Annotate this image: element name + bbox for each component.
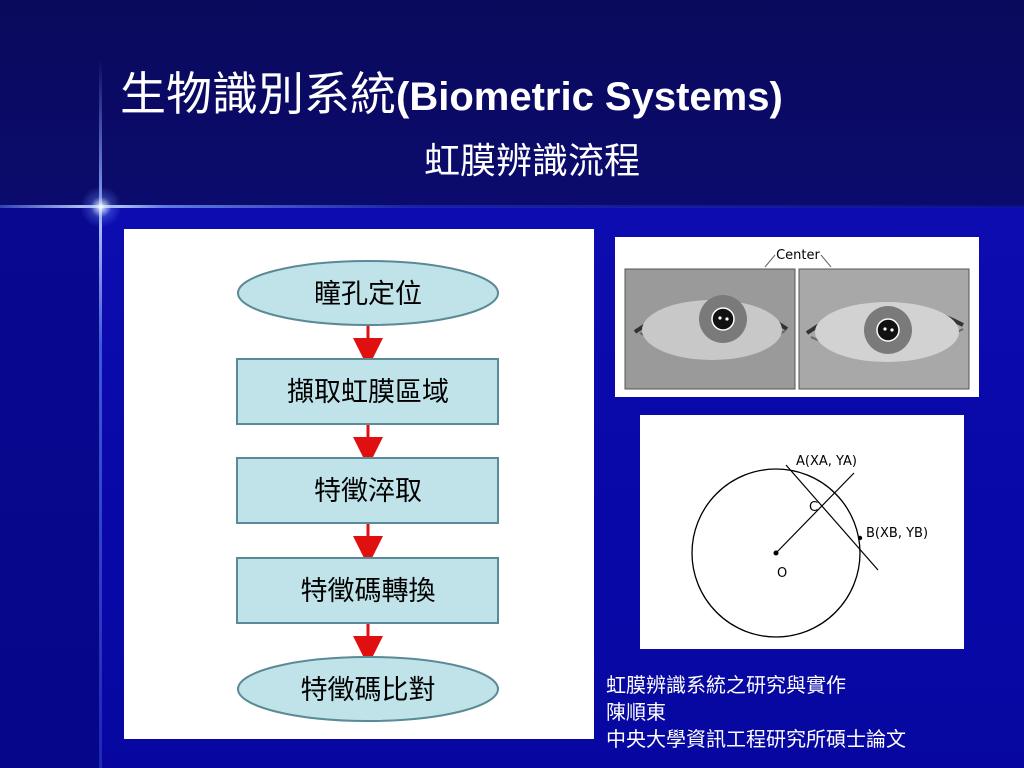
citation-title: 虹膜辨識系統之研究與實作 bbox=[606, 673, 846, 697]
slide-subtitle: 虹膜辨識流程 bbox=[423, 141, 640, 182]
flow-step-3-label: 特徵淬取 bbox=[314, 476, 422, 507]
flow-step-5-label: 特徵碼比對 bbox=[301, 675, 436, 706]
flow-step-1-label: 瞳孔定位 bbox=[314, 279, 422, 310]
point-b-label: B(XB, YB) bbox=[866, 526, 928, 541]
point-c-label: C bbox=[809, 500, 818, 515]
point-o-label: O bbox=[777, 566, 787, 581]
sparkle-accent bbox=[80, 186, 122, 228]
flow-step-1-shape bbox=[237, 260, 499, 326]
circle-diagram: A(XA, YA) B(XB, YB) C O bbox=[640, 415, 964, 649]
citation-author: 陳順東 bbox=[606, 700, 666, 724]
right-pupil bbox=[876, 318, 900, 342]
citation-source: 中央大學資訊工程研究所碩士論文 bbox=[606, 727, 906, 751]
radius-line bbox=[775, 472, 855, 554]
slide-title-en: (Biometric Systems) bbox=[396, 75, 783, 119]
eye-figure: Center bbox=[615, 237, 979, 397]
left-strip bbox=[0, 207, 100, 768]
flow-step-2-shape bbox=[236, 358, 499, 425]
left-pupil bbox=[711, 307, 735, 331]
flowchart-panel: 瞳孔定位 擷取虹膜區域 特徵淬取 特徵碼轉換 特徵碼比對 bbox=[124, 229, 594, 739]
slide-title-cjk: 生物識別系統 bbox=[120, 67, 396, 121]
citation-caption: 虹膜辨識系統之研究與實作 陳順東 中央大學資訊工程研究所碩士論文 bbox=[606, 672, 1016, 753]
flow-step-3-shape bbox=[236, 457, 499, 524]
point-a-label: A(XA, YA) bbox=[796, 454, 857, 469]
boundary-circle bbox=[691, 468, 861, 638]
flow-step-4-label: 特徵碼轉換 bbox=[301, 576, 436, 607]
vertical-accent-line bbox=[99, 60, 102, 768]
flow-step-2-label: 擷取虹膜區域 bbox=[287, 377, 449, 408]
flow-step-5-shape bbox=[237, 656, 499, 722]
flow-step-4-shape bbox=[236, 557, 499, 624]
horizontal-accent-line bbox=[0, 205, 1024, 208]
chord-line bbox=[785, 464, 879, 571]
circle-diagram-drawing: A(XA, YA) B(XB, YB) C O bbox=[691, 454, 928, 638]
header-band bbox=[0, 0, 1024, 207]
center-label: Center bbox=[776, 248, 820, 263]
flowchart: 瞳孔定位 擷取虹膜區域 特徵淬取 特徵碼轉換 特徵碼比對 bbox=[236, 260, 499, 722]
slide-title: 生物識別系統(Biometric Systems) bbox=[120, 58, 980, 124]
eye-figure-drawing: Center bbox=[624, 248, 970, 390]
